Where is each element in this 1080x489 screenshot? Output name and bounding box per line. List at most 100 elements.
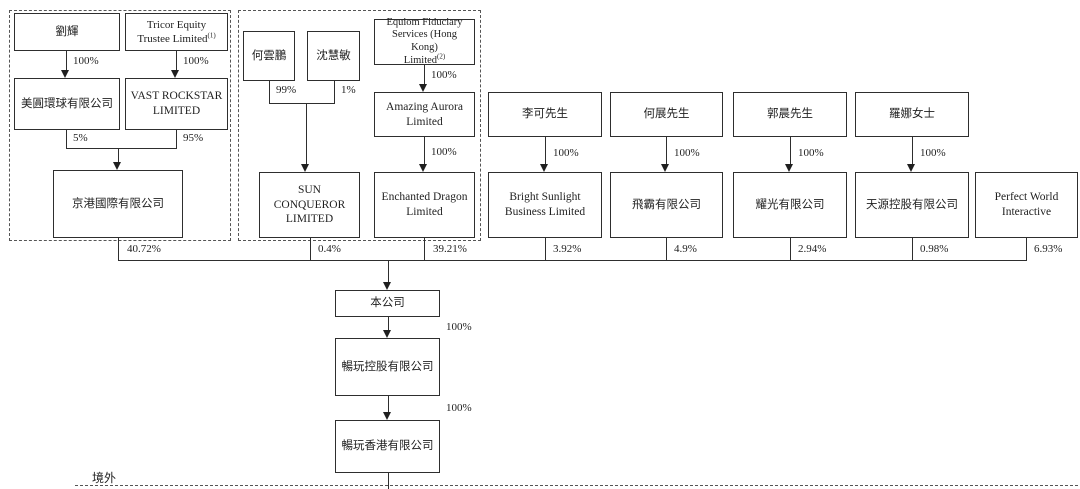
entity-box-perfect-world: Perfect World Interactive — [975, 172, 1078, 238]
dashed-group-sun-enchanted — [238, 10, 481, 241]
connector-line — [912, 137, 913, 165]
entity-label-line: Equiom Fiduciary — [386, 16, 463, 28]
connector-line — [912, 238, 913, 260]
arrowhead-down — [383, 412, 391, 420]
connector-line — [334, 81, 335, 103]
entity-box-jinggang: 京港國際有限公司 — [53, 170, 183, 238]
entity-label-line: Tricor Equity — [146, 18, 207, 31]
arrowhead-down — [540, 164, 548, 172]
entity-box-meiyuan: 美圓環球有限公司 — [14, 78, 120, 130]
connector-line — [424, 65, 425, 85]
entity-box-luo-na: 羅娜女士 — [855, 92, 969, 137]
connector-line — [666, 238, 667, 260]
connector-line — [388, 473, 389, 489]
entity-box-tianyuan: 天源控股有限公司 — [855, 172, 969, 238]
arrowhead-down — [661, 164, 669, 172]
connector-line — [118, 148, 119, 163]
entity-box-vast-rockstar: VAST ROCKSTAR LIMITED — [125, 78, 228, 130]
entity-box-feiba: 飛霸有限公司 — [610, 172, 723, 238]
entity-label-line: CONQUEROR — [273, 198, 346, 211]
percentage-label: 100% — [920, 147, 946, 159]
entity-box-company: 本公司 — [335, 290, 440, 317]
entity-label-line: VAST ROCKSTAR — [130, 90, 223, 103]
percentage-label: 95% — [183, 132, 204, 144]
entity-label-line: Trustee Limited(1) — [137, 32, 215, 46]
entity-box-changwan-hk: 暢玩香港有限公司 — [335, 420, 440, 473]
entity-box-yaoguang: 耀光有限公司 — [733, 172, 847, 238]
footnote-superscript: (1) — [207, 31, 216, 40]
percentage-label: 100% — [446, 321, 472, 333]
percentage-label: 100% — [798, 147, 824, 159]
connector-line — [176, 130, 177, 148]
entity-box-guo-chen: 郭晨先生 — [733, 92, 847, 137]
entity-box-amazing-aurora: Amazing Aurora Limited — [374, 92, 475, 137]
dashed-group-jinggang — [9, 10, 231, 241]
entity-label-line: Business Limited — [504, 206, 586, 218]
entity-box-shen-huimin: 沈慧敏 — [307, 31, 360, 81]
entity-label-text: Trustee Limited — [137, 33, 208, 45]
connector-line — [269, 81, 270, 103]
connector-line — [269, 103, 335, 104]
entity-box-changwan-holdings: 暢玩控股有限公司 — [335, 338, 440, 396]
percentage-label: 100% — [183, 55, 209, 67]
percentage-label: 3.92% — [553, 243, 582, 255]
connector-line — [66, 148, 177, 149]
connector-line — [388, 396, 389, 413]
percentage-label: 0.98% — [920, 243, 949, 255]
arrowhead-down — [383, 282, 391, 290]
percentage-label: 100% — [73, 55, 99, 67]
percentage-label: 100% — [553, 147, 579, 159]
connector-line — [310, 238, 311, 260]
connector-line — [666, 137, 667, 165]
arrowhead-down — [383, 330, 391, 338]
entity-label-line: Services (Hong Kong) — [391, 29, 458, 53]
connector-line — [388, 260, 389, 283]
connector-line — [66, 51, 67, 71]
percentage-label: 40.72% — [127, 243, 161, 255]
arrowhead-down — [301, 164, 309, 172]
footnote-superscript: (2) — [437, 52, 446, 61]
percentage-label: 39.21% — [433, 243, 467, 255]
percentage-label: 0.4% — [318, 243, 341, 255]
arrowhead-down — [171, 70, 179, 78]
entity-label-text: Limited — [403, 54, 438, 66]
connector-line — [790, 238, 791, 260]
entity-box-tricor: Tricor Equity Trustee Limited(1) — [125, 13, 228, 51]
entity-label-line: Enchanted Dragon — [381, 191, 468, 204]
entity-box-he-yunpeng: 何雲鵬 — [243, 31, 295, 81]
entity-box-equiom: Equiom Fiduciary Services (Hong Kong) Li… — [374, 16, 475, 66]
arrowhead-down — [113, 162, 121, 170]
entity-label-line: Amazing Aurora — [386, 100, 463, 113]
entity-box-enchanted-dragon: Enchanted Dragon Limited — [374, 172, 475, 238]
percentage-label: 100% — [431, 69, 457, 81]
arrowhead-down — [907, 164, 915, 172]
entity-label-line: Limited — [406, 115, 443, 128]
connector-bus-line — [118, 260, 1027, 261]
percentage-label: 6.93% — [1034, 243, 1063, 255]
connector-line — [66, 130, 67, 148]
connector-line — [118, 238, 119, 260]
entity-label-line: Limited — [406, 206, 443, 218]
offshore-boundary-dashed-line — [75, 485, 1078, 486]
entity-label-line: Interactive — [1001, 206, 1052, 218]
connector-line — [176, 51, 177, 71]
percentage-label: 100% — [674, 147, 700, 159]
entity-label-line: LIMITED — [152, 105, 201, 117]
arrowhead-down — [785, 164, 793, 172]
arrowhead-down — [61, 70, 69, 78]
connector-line — [424, 137, 425, 165]
entity-box-he-zhan: 何展先生 — [610, 92, 723, 137]
entity-label-line: SUN — [297, 183, 321, 196]
offshore-region-label: 境外 — [92, 471, 117, 485]
entity-label-line: LIMITED — [285, 213, 334, 226]
connector-line — [545, 137, 546, 165]
connector-line — [545, 238, 546, 260]
percentage-label: 100% — [446, 402, 472, 414]
connector-line — [790, 137, 791, 165]
entity-box-sun-conqueror: SUN CONQUEROR LIMITED — [259, 172, 360, 238]
percentage-label: 1% — [341, 84, 356, 96]
percentage-label: 2.94% — [798, 243, 827, 255]
entity-box-bright-sunlight: Bright Sunlight Business Limited — [488, 172, 602, 238]
percentage-label: 4.9% — [674, 243, 697, 255]
